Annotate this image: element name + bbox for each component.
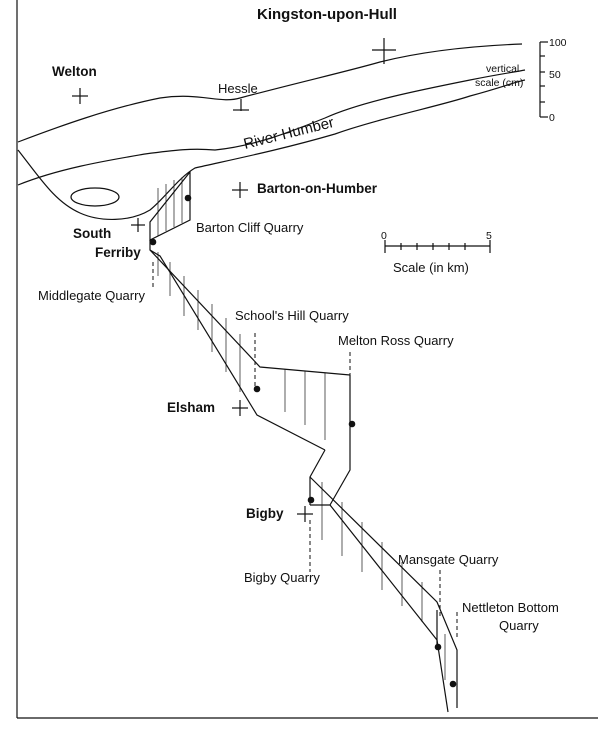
south-bank-lower bbox=[17, 79, 526, 221]
cross-hull-marker bbox=[372, 38, 396, 64]
north-bank bbox=[17, 43, 523, 143]
place-welton: Welton bbox=[52, 64, 97, 79]
place-bigby: Bigby bbox=[246, 506, 284, 521]
quarry-label-schools-hill: School's Hill Quarry bbox=[235, 308, 349, 323]
place-ferriby: Ferriby bbox=[95, 245, 141, 260]
quarry-dot-mansgate bbox=[434, 643, 442, 651]
transect-lower-band-bottom bbox=[310, 504, 449, 713]
quarry-label-barton-cliff: Barton Cliff Quarry bbox=[196, 220, 304, 235]
quarry-dot-bigby bbox=[307, 496, 315, 504]
quarry-dot-middlegate bbox=[149, 238, 157, 246]
quarry-dot-melton-ross bbox=[348, 420, 356, 428]
cross-elsham-marker bbox=[232, 400, 248, 416]
scale-tick-5: 5 bbox=[486, 230, 492, 242]
quarry-label-middlegate: Middlegate Quarry bbox=[38, 288, 145, 303]
vertical-scale-tick-0: 0 bbox=[549, 112, 555, 124]
quarry-label-bigby: Bigby Quarry bbox=[244, 570, 320, 585]
vertical-scale-tick-100: 100 bbox=[549, 37, 567, 49]
quarry-dot-schools-hill bbox=[253, 385, 261, 393]
cross-south-ferriby-marker bbox=[131, 218, 145, 232]
quarry-label-nettleton-1: Nettleton Bottom bbox=[462, 600, 559, 615]
place-barton: Barton-on-Humber bbox=[257, 181, 378, 196]
river-label: River Humber bbox=[242, 114, 336, 153]
quarry-label-mansgate: Mansgate Quarry bbox=[398, 552, 499, 567]
vertical-scale-tick-50: 50 bbox=[549, 69, 561, 81]
quarry-label-melton-ross: Melton Ross Quarry bbox=[338, 333, 454, 348]
map-title: Kingston-upon-Hull bbox=[257, 6, 397, 23]
quarry-dot-nettleton bbox=[449, 680, 457, 688]
transect-lower-band-top bbox=[309, 476, 458, 708]
south-bank-upper bbox=[17, 69, 526, 186]
cross-barton-marker bbox=[232, 182, 248, 198]
vertical-scale-bar bbox=[539, 41, 548, 118]
place-elsham: Elsham bbox=[167, 400, 215, 415]
transect-upper-edge bbox=[149, 240, 351, 376]
hatch-lines bbox=[157, 177, 446, 680]
horizontal-scale-bar bbox=[384, 240, 491, 253]
river-island bbox=[70, 187, 120, 207]
transect-melton-edge bbox=[329, 375, 351, 506]
transect-barton-cliff bbox=[149, 170, 191, 241]
cross-hessle-marker bbox=[233, 99, 249, 111]
scale-tick-0: 0 bbox=[381, 230, 387, 242]
horizontal-scale-label: Scale (in km) bbox=[393, 260, 469, 275]
transect-mid-left bbox=[309, 449, 326, 505]
vertical-scale-label-1: vertical bbox=[486, 63, 519, 75]
cross-bigby-marker bbox=[297, 506, 313, 522]
transect-lower-edge bbox=[149, 249, 326, 451]
place-south: South bbox=[73, 226, 111, 241]
cross-welton-marker bbox=[72, 88, 88, 104]
place-hessle: Hessle bbox=[218, 81, 258, 96]
vertical-scale-label-2: scale (cm) bbox=[475, 77, 523, 89]
quarry-label-nettleton-2: Quarry bbox=[499, 618, 539, 633]
quarry-dot-barton-cliff bbox=[184, 194, 192, 202]
